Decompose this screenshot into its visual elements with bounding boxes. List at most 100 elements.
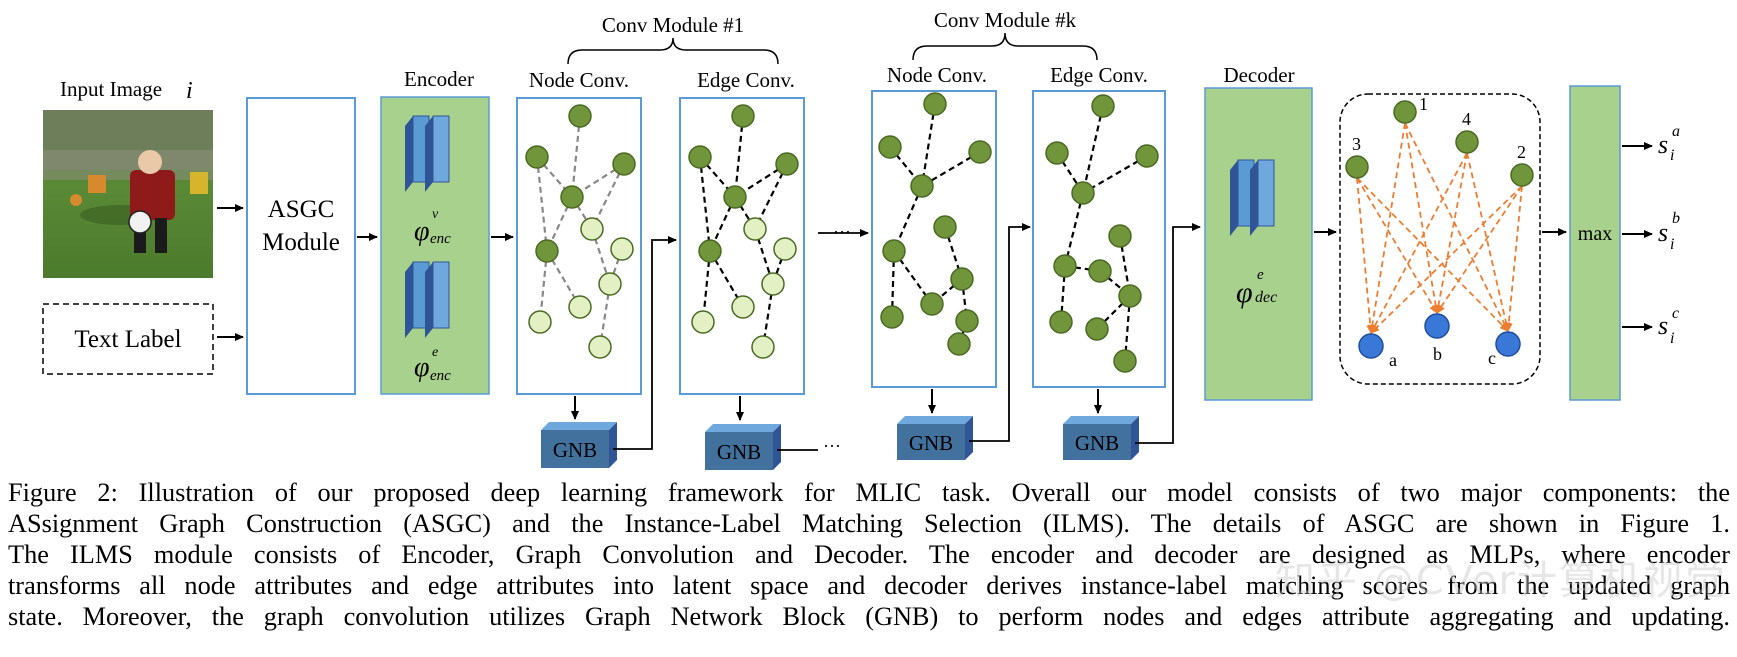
gnb-label-3: GNB	[909, 431, 953, 455]
edge-conv-graph-1	[688, 104, 799, 359]
graph-node	[950, 267, 974, 291]
figure-caption: Figure 2: Illustration of our proposed d…	[8, 477, 1730, 632]
enc-e-sup: e	[432, 345, 438, 360]
gnb-label-1: GNB	[553, 438, 597, 462]
enc-v-sub: enc	[430, 231, 451, 247]
graph-node	[1108, 224, 1132, 248]
graph-node	[947, 332, 971, 356]
output-c-sym: s	[1658, 311, 1668, 340]
dec-sub: dec	[1255, 289, 1277, 306]
dec-phi: φ	[1236, 276, 1253, 309]
node-conv-graph-1	[525, 104, 636, 359]
graph-node	[610, 237, 634, 261]
output-a-sup: a	[1672, 123, 1680, 140]
gnb-block-4: GNB	[1063, 223, 1201, 460]
max-box	[1569, 85, 1621, 401]
encoder-title: Encoder	[404, 67, 474, 91]
graph-node	[761, 272, 785, 296]
enc-v-sup: v	[432, 207, 439, 222]
text-label-text: Text Label	[74, 326, 181, 353]
graph-node	[598, 272, 622, 296]
label-node	[1455, 130, 1479, 154]
node-conv-label-1: Node Conv.	[529, 68, 629, 92]
graph-node	[955, 309, 979, 333]
graph-node	[968, 140, 992, 164]
ellipsis-top: ···	[833, 222, 851, 242]
dec-sup: e	[1257, 267, 1264, 283]
graph-node	[1085, 317, 1109, 341]
output-b-sym: s	[1658, 218, 1668, 247]
graph-node	[588, 335, 612, 359]
text-label-box	[42, 303, 214, 375]
graph-node	[1113, 349, 1137, 373]
watermark: 知乎 @CVer计算机视觉	[1275, 558, 1727, 604]
node-conv-graph-k	[878, 92, 992, 356]
output-c-sub: i	[1670, 330, 1674, 347]
graph-node	[731, 295, 755, 319]
output-b-sub: i	[1670, 236, 1674, 253]
label-node-number: 2	[1517, 142, 1526, 162]
graph-node	[528, 310, 552, 334]
graph-node	[691, 310, 715, 334]
graph-node	[910, 174, 934, 198]
graph-node	[878, 135, 902, 159]
output-a-sym: s	[1658, 130, 1668, 159]
graph-node	[880, 305, 904, 329]
graph-node	[731, 104, 755, 128]
label-node	[1510, 163, 1534, 187]
gnb-label-2: GNB	[717, 440, 761, 464]
caption-line-3: The ILMS module consists of Encoder, Gra…	[8, 540, 1730, 569]
input-image-var: i	[186, 78, 193, 104]
graph-node	[882, 239, 906, 263]
label-node-number: 4	[1462, 109, 1471, 129]
graph-node	[560, 185, 584, 209]
node-conv-label-k: Node Conv.	[887, 63, 987, 87]
enc-e-sub: enc	[430, 368, 451, 384]
max-label: max	[1578, 223, 1612, 245]
caption-line-2: ASsignment Graph Construction (ASGC) and…	[8, 509, 1730, 538]
output-c-sup: c	[1672, 305, 1679, 322]
asgc-module-box	[246, 97, 356, 395]
caption-line-5: state. Moreover, the graph convolution u…	[8, 602, 1730, 631]
gnb-block-2: GNB ··· ···	[705, 222, 869, 470]
output-score-a: s a i	[1622, 123, 1680, 164]
graph-node	[1045, 141, 1069, 165]
gnb-label-4: GNB	[1075, 431, 1119, 455]
ellipsis-bottom: ···	[823, 436, 841, 456]
graph-node	[923, 92, 947, 116]
graph-node	[698, 239, 722, 263]
graph-node	[933, 215, 957, 239]
instance-node	[1358, 333, 1384, 359]
label-node	[1393, 100, 1417, 124]
conv-module-1-label: Conv Module #1	[602, 13, 744, 37]
input-image-label: Input Image	[60, 77, 162, 101]
edge-conv-box-k	[1032, 90, 1166, 388]
graph-node	[688, 145, 712, 169]
framework-diagram: Input Image i Text Label ASGC Module Enc…	[42, 8, 1680, 470]
bipartite-graph-box	[1339, 93, 1541, 385]
asgc-label-line1: ASGC	[268, 196, 335, 223]
label-node-number: 3	[1352, 134, 1361, 154]
asgc-label-line2: Module	[262, 229, 340, 256]
graph-node	[773, 237, 797, 261]
graph-node	[1088, 259, 1112, 283]
label-node-number: 1	[1419, 94, 1428, 114]
graph-node	[568, 104, 592, 128]
enc-e-phi: φ	[414, 352, 430, 383]
output-score-c: s c i	[1622, 305, 1679, 347]
edge-conv-graph-k	[1045, 94, 1159, 373]
graph-node	[1135, 144, 1159, 168]
graph-node	[568, 295, 592, 319]
graph-node	[743, 217, 767, 241]
decoder-title: Decoder	[1223, 63, 1294, 87]
output-a-sub: i	[1670, 147, 1674, 164]
instance-node-letter: c	[1488, 348, 1496, 368]
caption-line-4: transforms all node attributes and edge …	[8, 571, 1730, 600]
gnb-block-1: GNB	[541, 236, 677, 468]
graph-node	[751, 335, 775, 359]
gnb-block-3: GNB	[897, 223, 1031, 460]
graph-node	[1118, 284, 1142, 308]
label-node	[1345, 155, 1369, 179]
graph-node	[1049, 310, 1073, 334]
